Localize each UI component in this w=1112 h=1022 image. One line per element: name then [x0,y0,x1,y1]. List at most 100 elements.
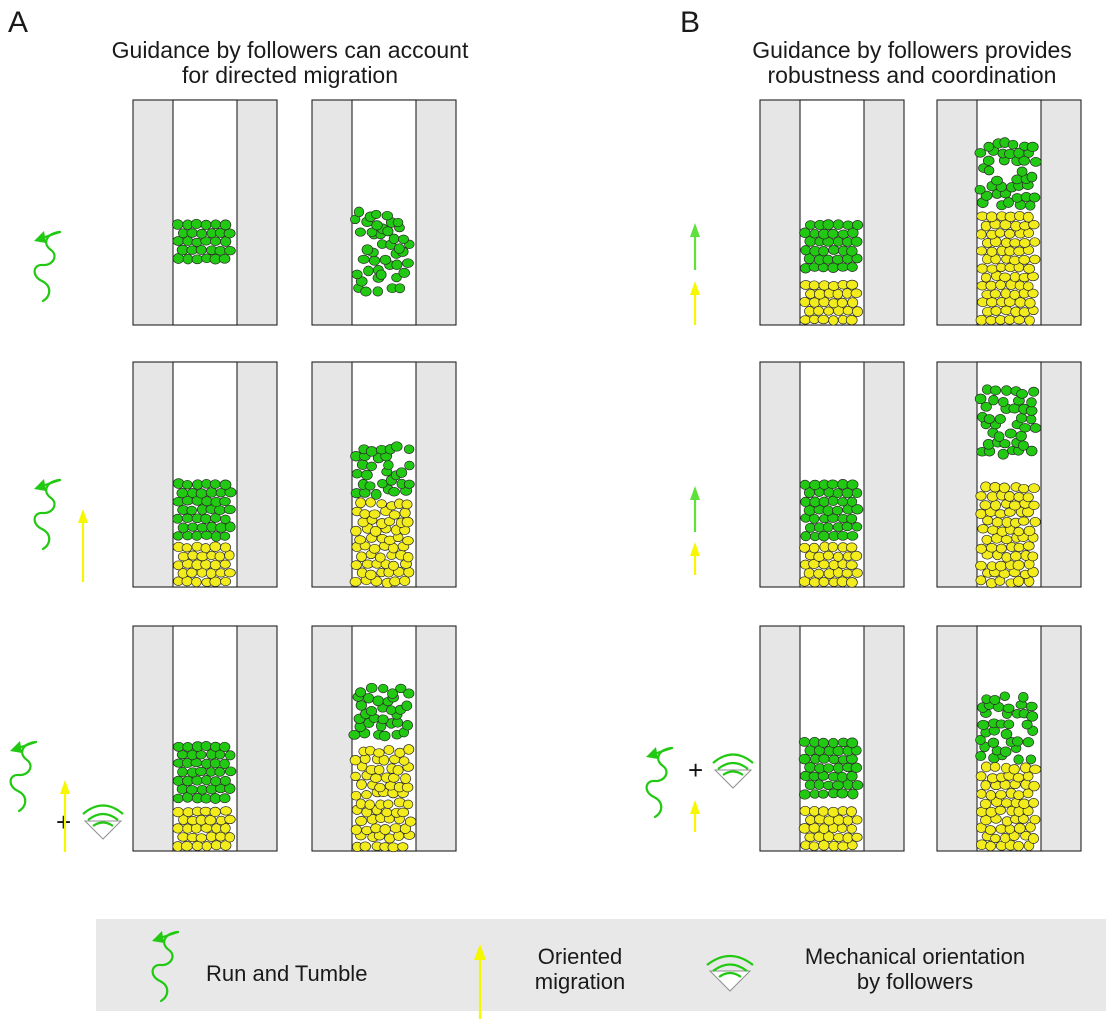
follower-cell [995,262,1007,273]
leader-cell [403,444,415,454]
oriented-migration-arrow-icon [690,542,700,575]
follower-cell [828,315,839,326]
leader-cell [368,255,381,266]
follower-cell [1013,315,1026,325]
follower-cell [220,542,231,553]
follower-cell [1010,551,1022,562]
follower-cell [986,264,998,274]
leader-cell [999,439,1011,449]
leader-cell [366,461,377,471]
follower-cell [364,799,375,810]
leader-cell [1017,440,1029,451]
leader-cell [172,775,184,786]
leader-cell [1025,754,1037,765]
run-and-tumble-icon [645,746,674,819]
leader-cell [172,531,184,541]
follower-cell [356,551,367,562]
follower-cell [1028,483,1040,494]
follower-cell [985,790,996,801]
leader-cell [224,487,237,498]
follower-cell [219,806,232,816]
follower-cell [350,525,362,537]
channel-simulation [936,361,1082,589]
leader-cell [381,210,393,221]
leader-cell [366,227,378,238]
leader-cell [200,793,212,804]
leader-cell [1025,405,1038,416]
follower-cell [1000,798,1013,808]
follower-cell [1009,238,1021,248]
leader-cell [214,767,226,777]
follower-cell [355,497,366,509]
follower-cell [1009,255,1021,266]
follower-cell [399,823,411,834]
follower-cell [846,577,858,588]
leader-cell [176,750,189,760]
leader-cell [377,714,389,725]
follower-cell [847,840,858,851]
follower-cell [1018,255,1031,265]
follower-cell [980,272,992,283]
follower-cell [191,577,202,588]
leader-cell [851,522,863,532]
follower-cell [196,551,209,562]
follower-cell [979,500,992,510]
leader-cell [828,737,839,748]
mechanical-orientation-icon [82,804,124,840]
follower-cell [842,815,854,826]
leader-cell [1003,719,1015,730]
leader-cell [209,479,221,489]
leader-cell [391,441,403,452]
follower-cell [215,831,227,842]
follower-cell [847,297,859,308]
follower-cell [1013,526,1024,537]
follower-cell [220,576,232,587]
leader-cell [223,228,236,239]
follower-cell [1024,297,1036,309]
follower-cell [1013,246,1026,257]
follower-cell [388,560,399,571]
leader-cell [177,522,189,534]
follower-cell [402,799,414,810]
follower-cell [209,541,222,552]
follower-cell [402,536,414,546]
leader-cell [378,683,389,694]
follower-cell [827,281,840,291]
leader-cell [403,688,415,699]
leader-cell [832,505,843,516]
leader-cell [186,505,197,516]
leader-cell [991,175,1003,186]
follower-cell [842,832,854,844]
follower-cell [1027,551,1039,562]
leader-cell [837,479,849,490]
leader-cell [219,758,230,769]
leader-cell [401,700,413,711]
leader-cell [1029,423,1042,433]
follower-cell [976,789,987,799]
follower-cell [401,782,414,793]
leader-cell [980,401,992,412]
leader-cell [371,220,383,231]
leader-cell [201,775,212,786]
follower-cell [837,841,850,852]
follower-cell [986,246,998,257]
leader-cell [388,487,400,497]
leader-cell [809,479,821,491]
leader-cell [817,737,829,748]
follower-cell [998,482,1010,494]
leader-cell [846,245,858,257]
follower-cell [985,280,997,291]
leader-cell [387,688,398,699]
leader-cell [391,272,402,283]
leader-cell [818,789,829,799]
channel-simulation [936,625,1082,852]
leader-cell [805,522,816,533]
follower-cell [387,842,400,853]
leader-cell [224,750,236,761]
leader-arrow-icon [690,486,700,532]
leader-cell [997,448,1009,460]
follower-cell [173,560,184,571]
leader-cell [999,691,1010,701]
oriented-migration-arrow-icon [60,780,70,852]
leader-cell [395,683,407,694]
